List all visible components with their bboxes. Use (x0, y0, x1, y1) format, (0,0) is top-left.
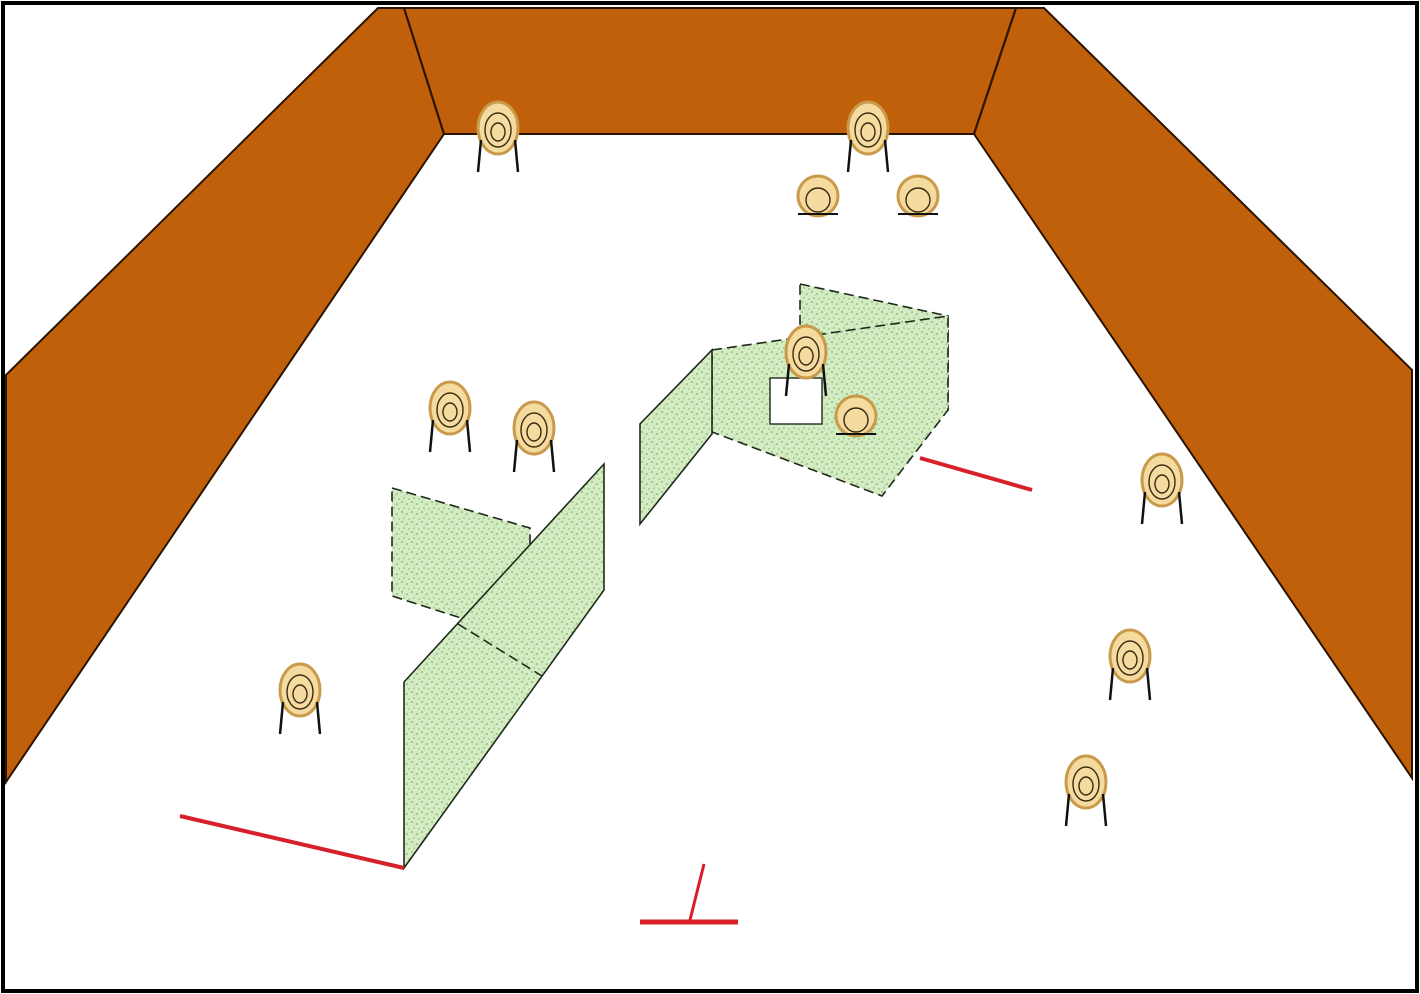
target-enclosure-low (836, 396, 876, 436)
target-partial-2 (898, 176, 938, 216)
window-opening (770, 378, 822, 424)
target-partial-1 (798, 176, 838, 216)
